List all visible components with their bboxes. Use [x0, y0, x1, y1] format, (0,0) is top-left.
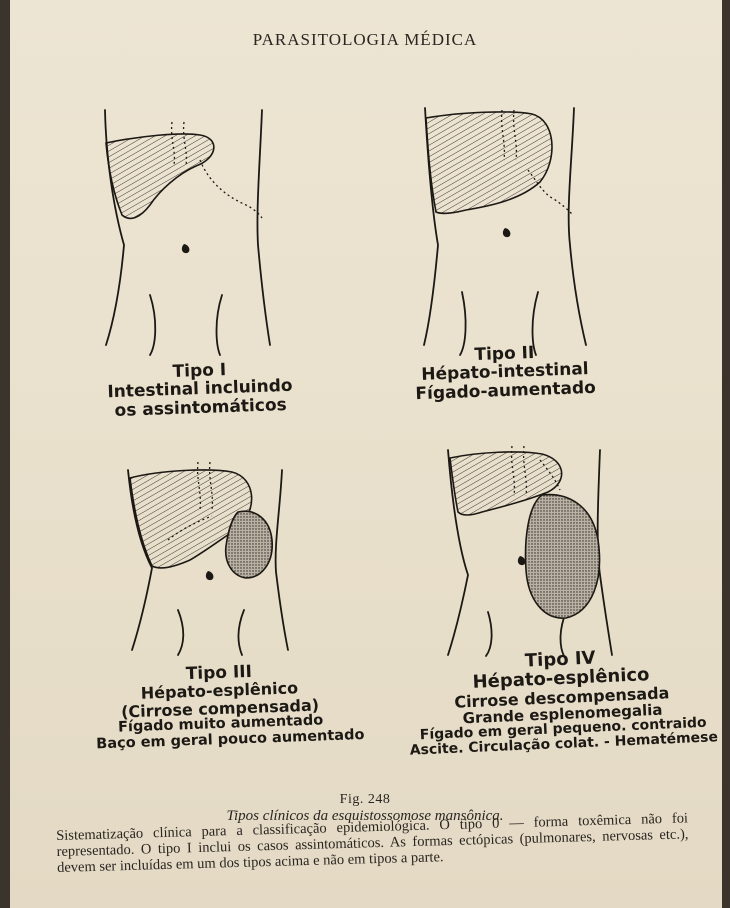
spleen-tipo-4	[526, 495, 600, 619]
navel-tipo-4	[518, 556, 526, 565]
caption-tipo-1: Tipo I Intestinal incluindo os assintomá…	[94, 358, 306, 420]
spleen-tipo-3	[226, 511, 273, 578]
navel-tipo-3	[206, 571, 214, 580]
caption-tipo-2: Tipo II Hépato-intestinal Fígado-aumenta…	[399, 341, 611, 403]
navel-tipo-2	[503, 228, 511, 237]
caption-tipo-3: Tipo III Hépato-esplênico (Cirrose compe…	[94, 660, 347, 753]
liver-tipo-1	[106, 134, 214, 218]
liver-tipo-2	[426, 112, 552, 213]
caption-tipo-4: Tipo IV Hépato-esplênico Cirrose descomp…	[400, 643, 724, 759]
figure-number: Fig. 248	[0, 792, 730, 808]
navel-tipo-1	[182, 244, 190, 253]
